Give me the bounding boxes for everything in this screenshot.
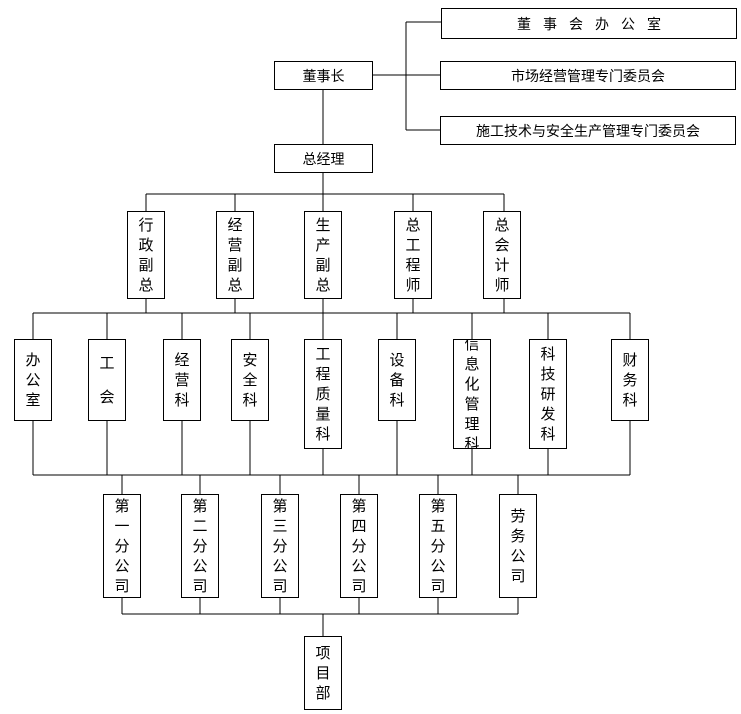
dept-quality: 工程质量科 [304,339,342,449]
dept-finance: 财务科 [611,339,649,421]
dept-it: 信息化管理科 [453,339,491,449]
box-label: 经营科 [174,351,190,409]
box-label: 工会 [99,354,115,406]
dept-union: 工会 [88,339,126,421]
box-label: 第二分公司 [192,497,208,595]
project-dept: 项目部 [304,636,342,710]
box-label: 生产副总 [315,216,331,294]
box-label: 第一分公司 [114,497,130,595]
dept-office: 办公室 [14,339,52,421]
branch-1: 第一分公司 [103,494,141,598]
dept-safety: 安全科 [231,339,269,421]
chief-accountant: 总会计师 [483,211,521,299]
dept-equipment: 设备科 [378,339,416,421]
box-label: 劳务公司 [510,507,526,585]
box-label: 第四分公司 [351,497,367,595]
box-label: 总会计师 [494,216,510,294]
box-label: 总工程师 [405,216,421,294]
deputy-business: 经营副总 [216,211,254,299]
box-label: 办公室 [25,351,41,409]
deputy-production: 生产副总 [304,211,342,299]
box-label: 第五分公司 [430,497,446,595]
box-label: 信息化管理科 [464,339,480,449]
branch-3: 第三分公司 [261,494,299,598]
box-label: 行政副总 [138,216,154,294]
branch-5: 第五分公司 [419,494,457,598]
box-label: 工程质量科 [315,345,331,443]
dept-business: 经营科 [163,339,201,421]
box-label: 经营副总 [227,216,243,294]
chief-engineer: 总工程师 [394,211,432,299]
chairman-box: 董事长 [274,61,373,90]
box-label: 财务科 [622,351,638,409]
general-manager-box: 总经理 [274,144,373,173]
committee-construction-safety: 施工技术与安全生产管理专门委员会 [440,116,736,145]
committee-market: 市场经营管理专门委员会 [440,61,736,90]
box-label: 设备科 [389,351,405,409]
box-label: 安全科 [242,351,258,409]
box-label: 第三分公司 [272,497,288,595]
dept-rnd: 科技研发科 [529,339,567,449]
committee-board-office: 董事会办公室 [441,8,737,39]
box-label: 项目部 [315,644,331,702]
branch-2: 第二分公司 [181,494,219,598]
box-label: 科技研发科 [540,345,556,443]
labor-company: 劳务公司 [499,494,537,598]
deputy-admin: 行政副总 [127,211,165,299]
branch-4: 第四分公司 [340,494,378,598]
